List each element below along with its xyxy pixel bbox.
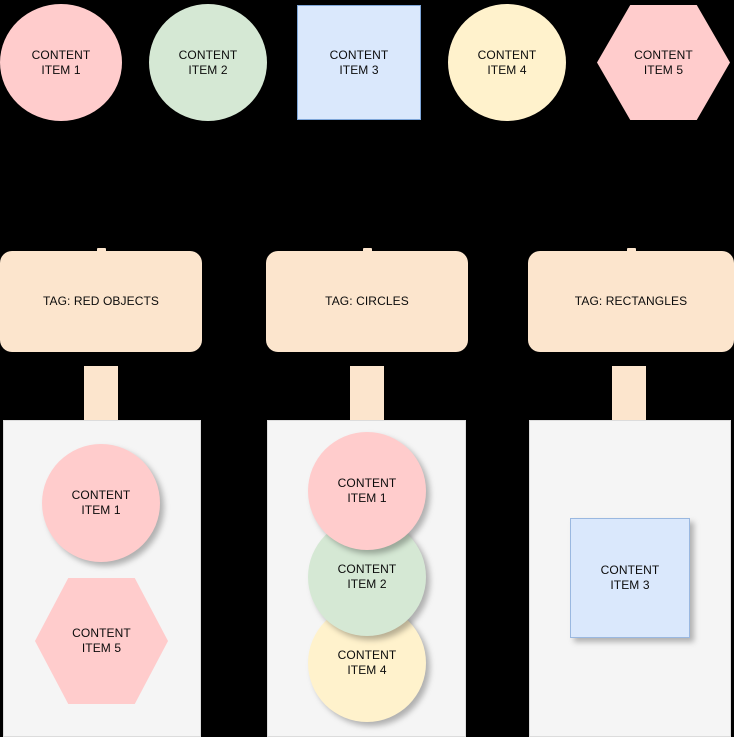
source-shape-content-item-1[interactable]: CONTENT ITEM 1 bbox=[0, 4, 122, 121]
shape-label: CONTENT ITEM 4 bbox=[337, 648, 397, 677]
source-shape-content-item-2[interactable]: CONTENT ITEM 2 bbox=[149, 4, 267, 121]
shape-label: CONTENT ITEM 1 bbox=[71, 488, 131, 517]
connector-nub-icon bbox=[363, 248, 372, 252]
shape-label: CONTENT ITEM 3 bbox=[600, 563, 660, 592]
source-shape-content-item-5[interactable]: CONTENT ITEM 5 bbox=[597, 5, 730, 120]
shape-label: CONTENT ITEM 5 bbox=[634, 47, 693, 77]
down-arrow-icon-red-objects bbox=[84, 366, 118, 420]
result-shape-content-item-1-circles[interactable]: CONTENT ITEM 1 bbox=[308, 432, 426, 550]
shape-label: CONTENT ITEM 3 bbox=[329, 47, 389, 77]
shape-label: CONTENT ITEM 4 bbox=[477, 47, 537, 77]
result-shape-content-item-3[interactable]: CONTENT ITEM 3 bbox=[570, 518, 690, 638]
source-shape-content-item-3[interactable]: CONTENT ITEM 3 bbox=[297, 5, 421, 120]
arrow-stem bbox=[360, 366, 374, 396]
shape-label: CONTENT ITEM 2 bbox=[178, 47, 238, 77]
tag-box-rectangles[interactable]: TAG: RECTANGLES bbox=[528, 248, 734, 352]
arrow-head bbox=[350, 394, 384, 420]
tag-label: TAG: RECTANGLES bbox=[574, 294, 688, 308]
shape-label: CONTENT ITEM 1 bbox=[337, 476, 397, 505]
arrow-head bbox=[612, 394, 646, 420]
arrow-stem bbox=[622, 366, 636, 396]
shape-label: CONTENT ITEM 1 bbox=[31, 47, 91, 77]
tag-label: TAG: CIRCLES bbox=[325, 294, 409, 308]
down-arrow-icon-circles bbox=[350, 366, 384, 420]
connector-nub-icon bbox=[627, 248, 636, 252]
tag-label: TAG: RED OBJECTS bbox=[42, 294, 160, 308]
arrow-stem bbox=[94, 366, 108, 396]
connector-nub-icon bbox=[97, 248, 106, 252]
shape-label: CONTENT ITEM 2 bbox=[337, 562, 397, 591]
source-shape-content-item-4[interactable]: CONTENT ITEM 4 bbox=[448, 4, 566, 121]
tag-box-circles[interactable]: TAG: CIRCLES bbox=[266, 248, 468, 352]
shape-label: CONTENT ITEM 5 bbox=[72, 626, 131, 655]
down-arrow-icon-rectangles bbox=[612, 366, 646, 420]
result-shape-content-item-1[interactable]: CONTENT ITEM 1 bbox=[42, 444, 160, 562]
tag-box-red-objects[interactable]: TAG: RED OBJECTS bbox=[0, 248, 202, 352]
arrow-head bbox=[84, 394, 118, 420]
